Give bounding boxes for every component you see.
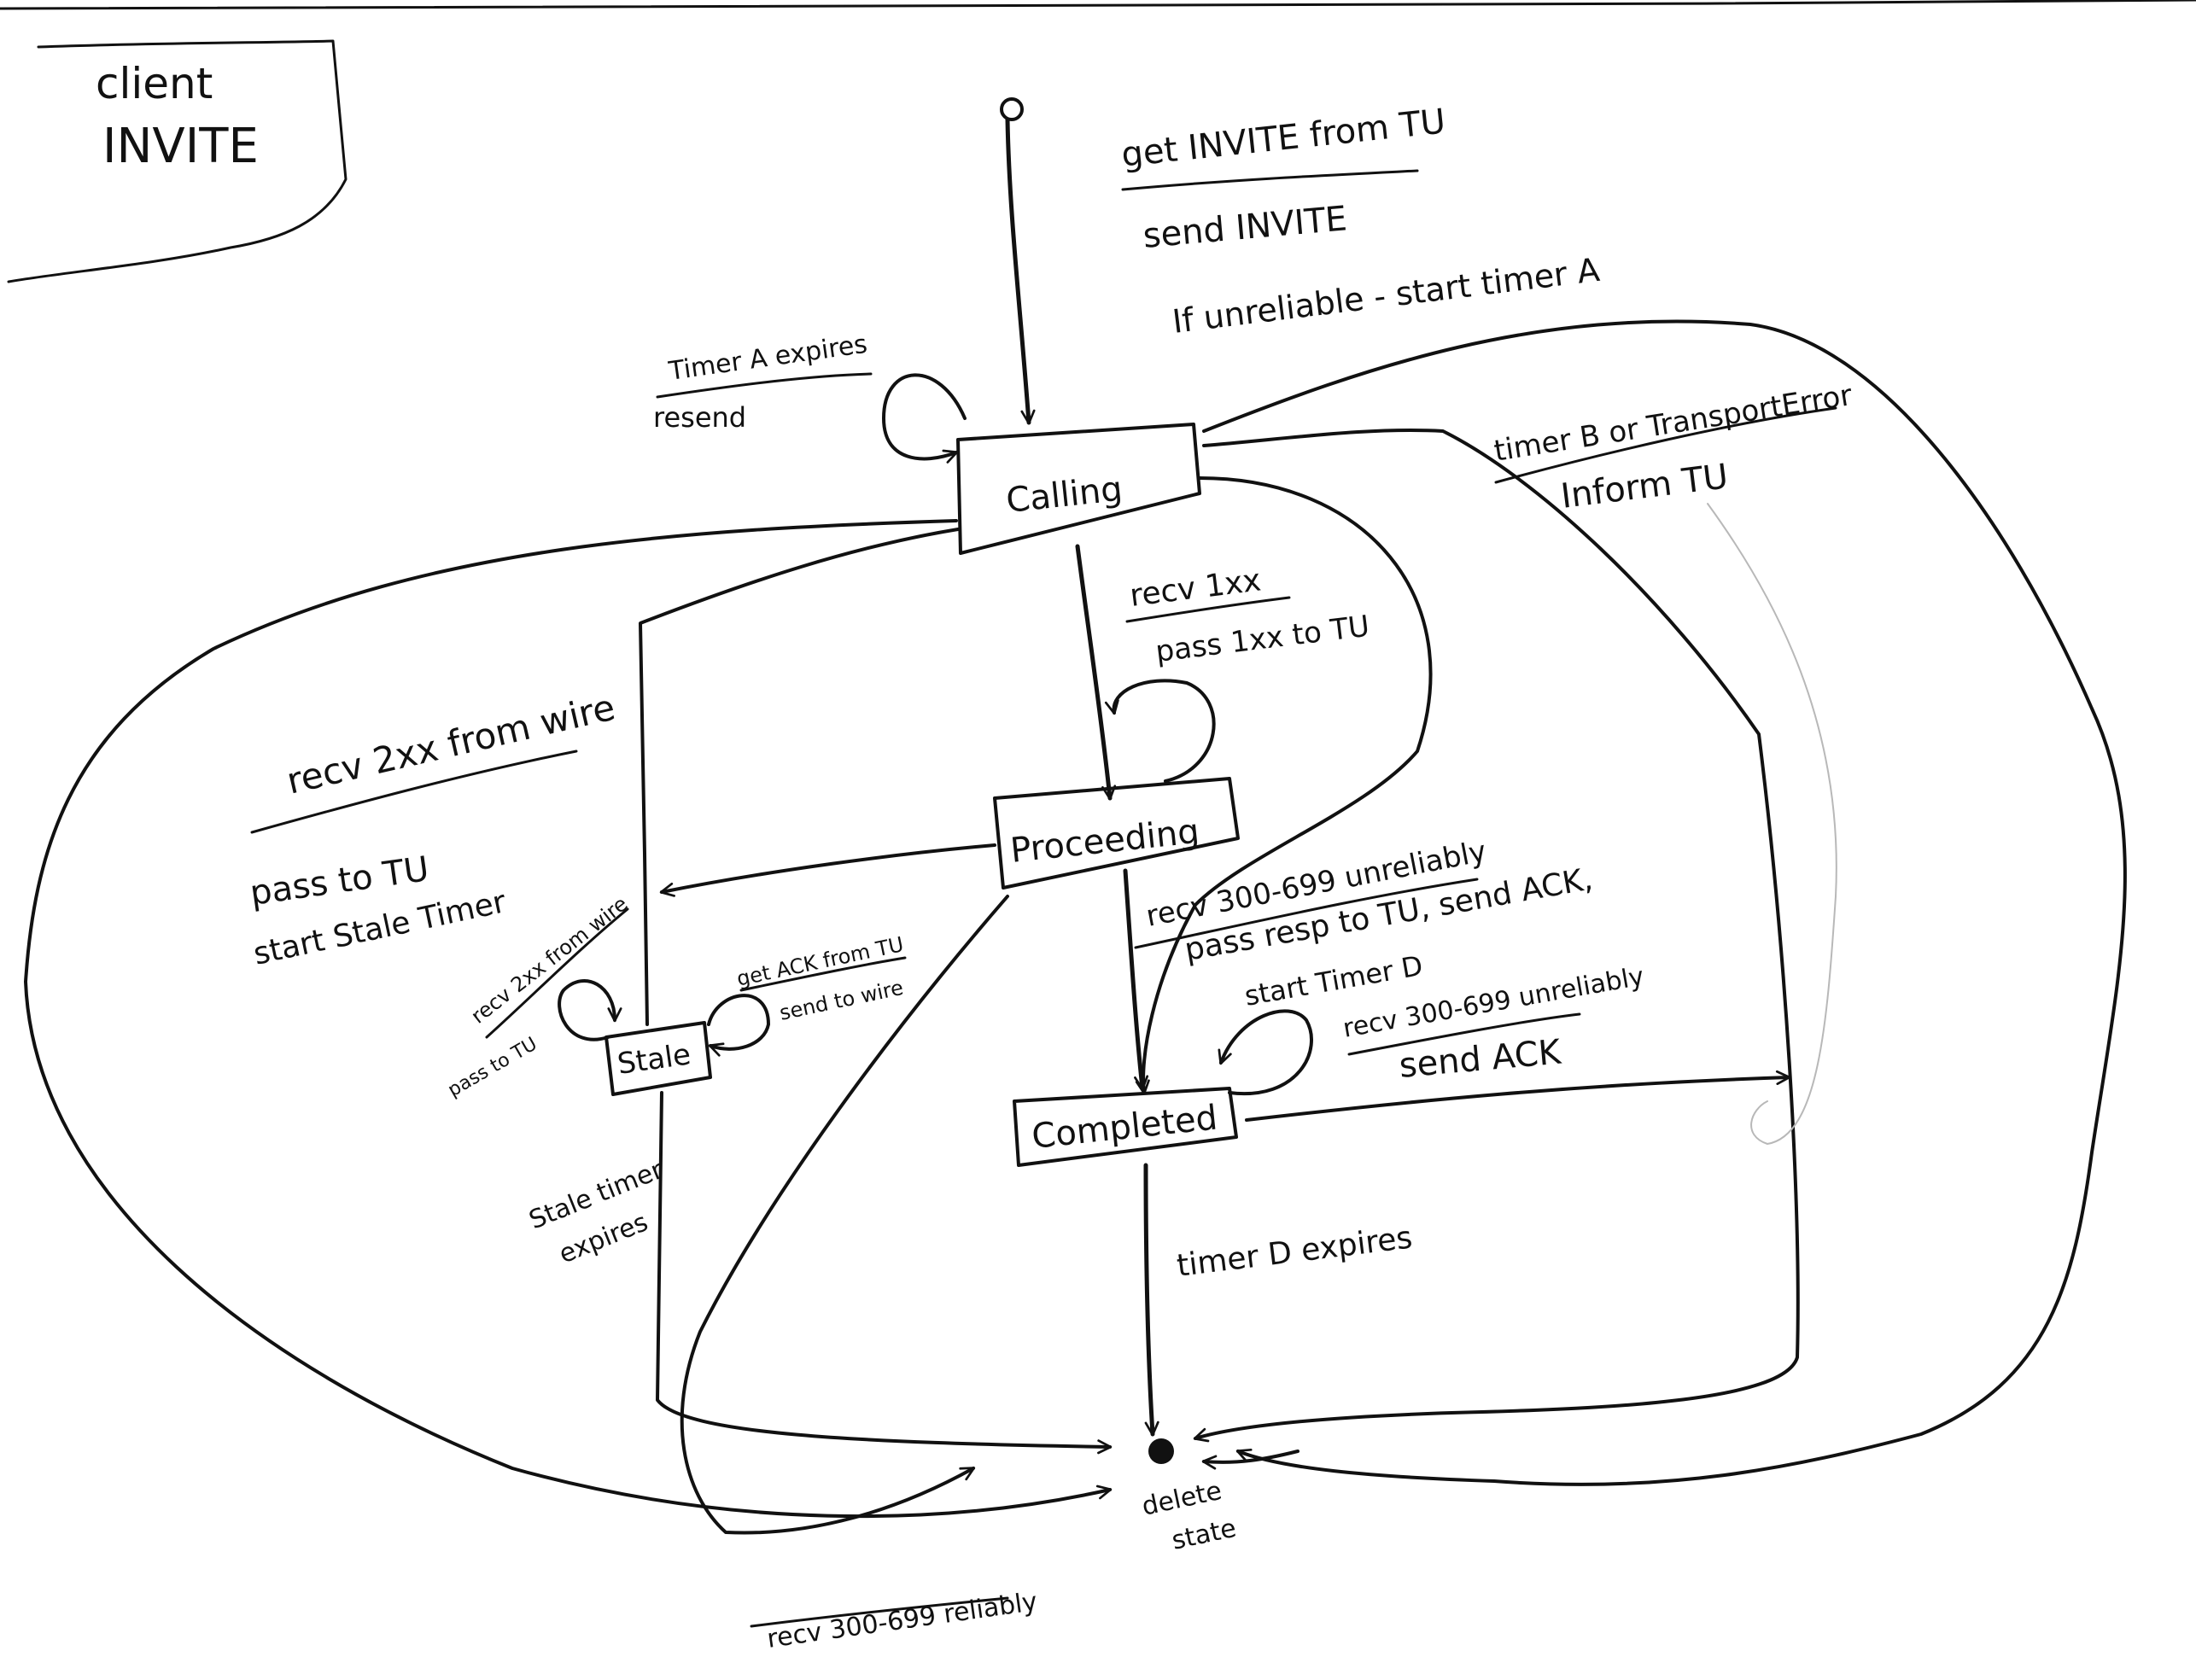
stale-ack-underline	[739, 956, 907, 992]
completed-to-delete-line	[1143, 1163, 1159, 1437]
recv-1xx-event-label: recv 1xx	[1128, 563, 1263, 613]
completed-state-box	[1013, 1087, 1238, 1167]
timer-b-transition-line	[1193, 429, 1800, 1443]
recv-300-699-underline	[1134, 878, 1479, 949]
calling-to-completed-line	[1135, 476, 1433, 1095]
initial-transition-line	[1005, 117, 1036, 425]
completed-to-right-line	[1245, 1070, 1791, 1122]
proceeding-state-label: Proceeding	[1008, 812, 1201, 871]
delete-state-label-1: delete	[1139, 1476, 1224, 1522]
faint-sketch-curve	[1707, 503, 1837, 1145]
page-border-line	[0, 0, 2196, 10]
stale-ack-loop	[707, 994, 770, 1057]
initial-state-marker	[1000, 97, 1024, 121]
proceeding-to-stale-line	[659, 843, 996, 897]
proceeding-self-loop	[1104, 679, 1216, 783]
title-box	[7, 39, 348, 283]
completed-self-underline	[1347, 1012, 1581, 1056]
initial-event-label: get INVITE from TU	[1119, 102, 1447, 175]
stale-to-delete-line	[656, 1091, 1113, 1455]
initial-label-underline	[1121, 169, 1419, 191]
timer-a-self-loop	[882, 373, 967, 464]
calling-state-label: Calling	[1004, 470, 1124, 521]
completed-self-loop	[1218, 1009, 1313, 1096]
timer-b-event-label: timer B or TransportError	[1492, 378, 1854, 469]
reliable-underline	[750, 1596, 1009, 1628]
recv-1xx-underline	[1125, 596, 1291, 623]
timer-a-event-label: Timer A expires	[666, 330, 869, 387]
timer-a-underline	[656, 372, 873, 399]
proceeding-state-box	[993, 777, 1240, 890]
outer-wavy-loop	[1202, 319, 2127, 1486]
title-line-2: INVITE	[102, 119, 259, 174]
recv-2xx-action-label-1: pass to TU	[248, 849, 431, 913]
stale-state-box	[604, 1021, 712, 1096]
stale-recv-2xx-underline	[485, 907, 629, 1039]
delete-state-label-2: state	[1169, 1514, 1239, 1556]
proceeding-to-completed-line	[1123, 868, 1149, 1091]
stale-state-label: Stale	[616, 1037, 693, 1082]
completed-state-label: Completed	[1030, 1098, 1219, 1157]
right-incoming-arrow	[1201, 1450, 1299, 1470]
calling-to-stale-line	[639, 528, 960, 1026]
final-state-marker	[1148, 1438, 1174, 1464]
proceeding-to-delete-line	[680, 895, 1009, 1535]
calling-to-delete-left-loop	[24, 519, 1113, 1519]
recv-1xx-action-label: pass 1xx to TU	[1153, 610, 1371, 669]
stale-recv-2xx-action-label: pass to TU	[445, 1034, 541, 1102]
initial-action-label-2: If unreliable - start timer A	[1171, 251, 1602, 341]
timer-b-underline	[1494, 406, 1837, 484]
timer-b-action-label: Inform TU	[1559, 457, 1731, 516]
initial-action-label-1: send INVITE	[1142, 199, 1349, 256]
recv-2xx-underline	[250, 750, 578, 834]
calling-to-proceeding-line	[1075, 544, 1117, 801]
recv-2xx-event-label: recv 2xx from wire	[283, 686, 619, 802]
recv-300-699-action-label-2: start Timer D	[1242, 949, 1425, 1012]
stale-ack-action-label: send to wire	[777, 976, 905, 1025]
calling-state-box	[956, 423, 1201, 555]
timer-a-action-label: resend	[653, 401, 746, 434]
title-line-1: client	[96, 59, 213, 108]
timer-d-label: timer D expires	[1175, 1220, 1414, 1283]
stale-recv-2xx-loop	[558, 979, 622, 1041]
